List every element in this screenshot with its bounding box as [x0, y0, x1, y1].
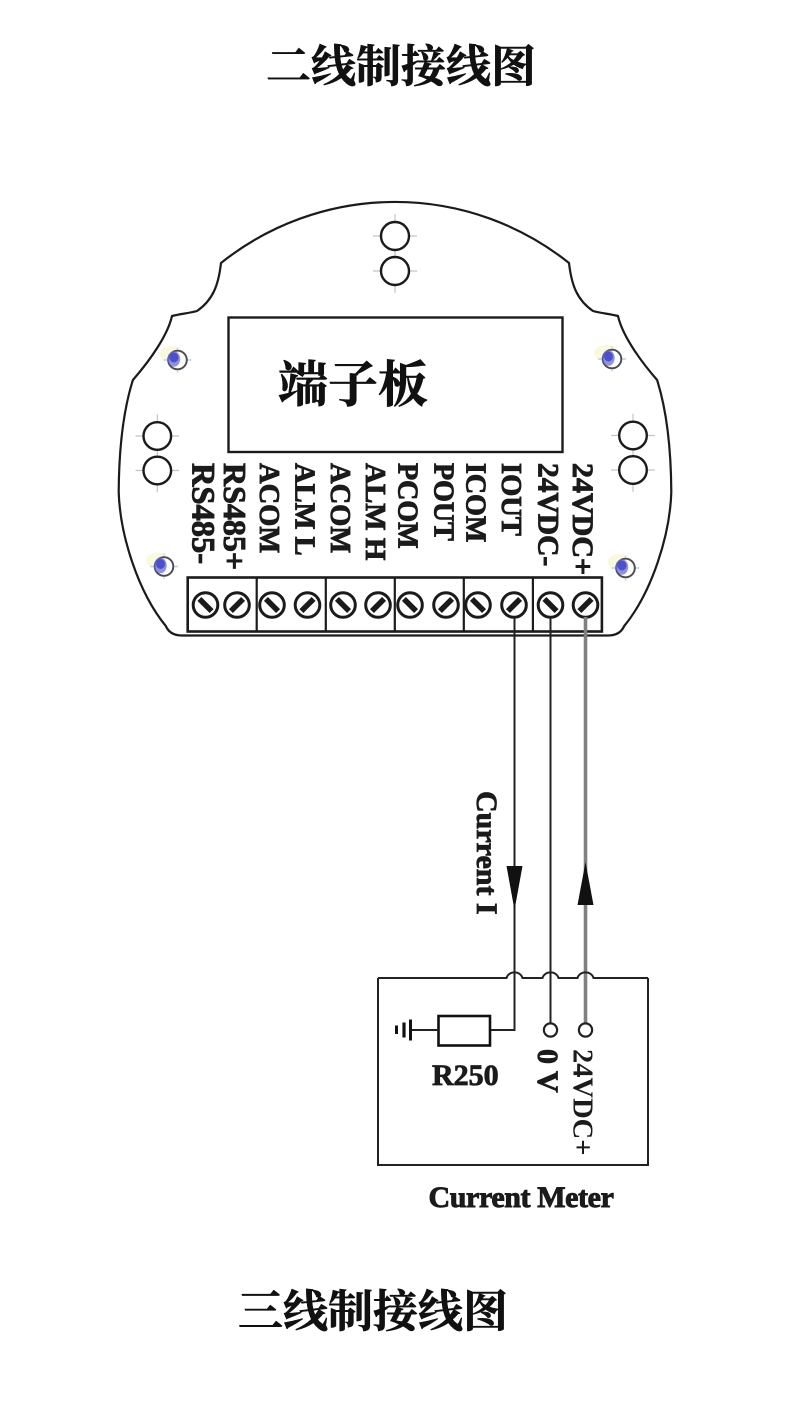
svg-text:ALM H: ALM H: [359, 463, 391, 561]
svg-text:24VDC+: 24VDC+: [567, 1049, 598, 1156]
svg-text:ALM L: ALM L: [289, 463, 320, 556]
svg-text:ICOM: ICOM: [459, 463, 490, 542]
svg-text:Current Meter: Current Meter: [429, 1181, 614, 1214]
svg-text:ACOM: ACOM: [324, 463, 355, 553]
svg-text:0 V: 0 V: [531, 1049, 564, 1093]
svg-text:Current I: Current I: [470, 791, 503, 915]
svg-text:24VDC-: 24VDC-: [531, 463, 563, 566]
svg-text:R250: R250: [432, 1059, 499, 1092]
svg-text:IOUT: IOUT: [495, 463, 526, 536]
svg-text:ACOM: ACOM: [253, 463, 284, 553]
svg-text:POUT: POUT: [427, 463, 458, 541]
svg-text:RS485+: RS485+: [217, 463, 253, 570]
svg-text:24VDC+: 24VDC+: [566, 463, 599, 575]
svg-text:PCOM: PCOM: [391, 463, 422, 549]
svg-text:RS485-: RS485-: [184, 463, 220, 564]
